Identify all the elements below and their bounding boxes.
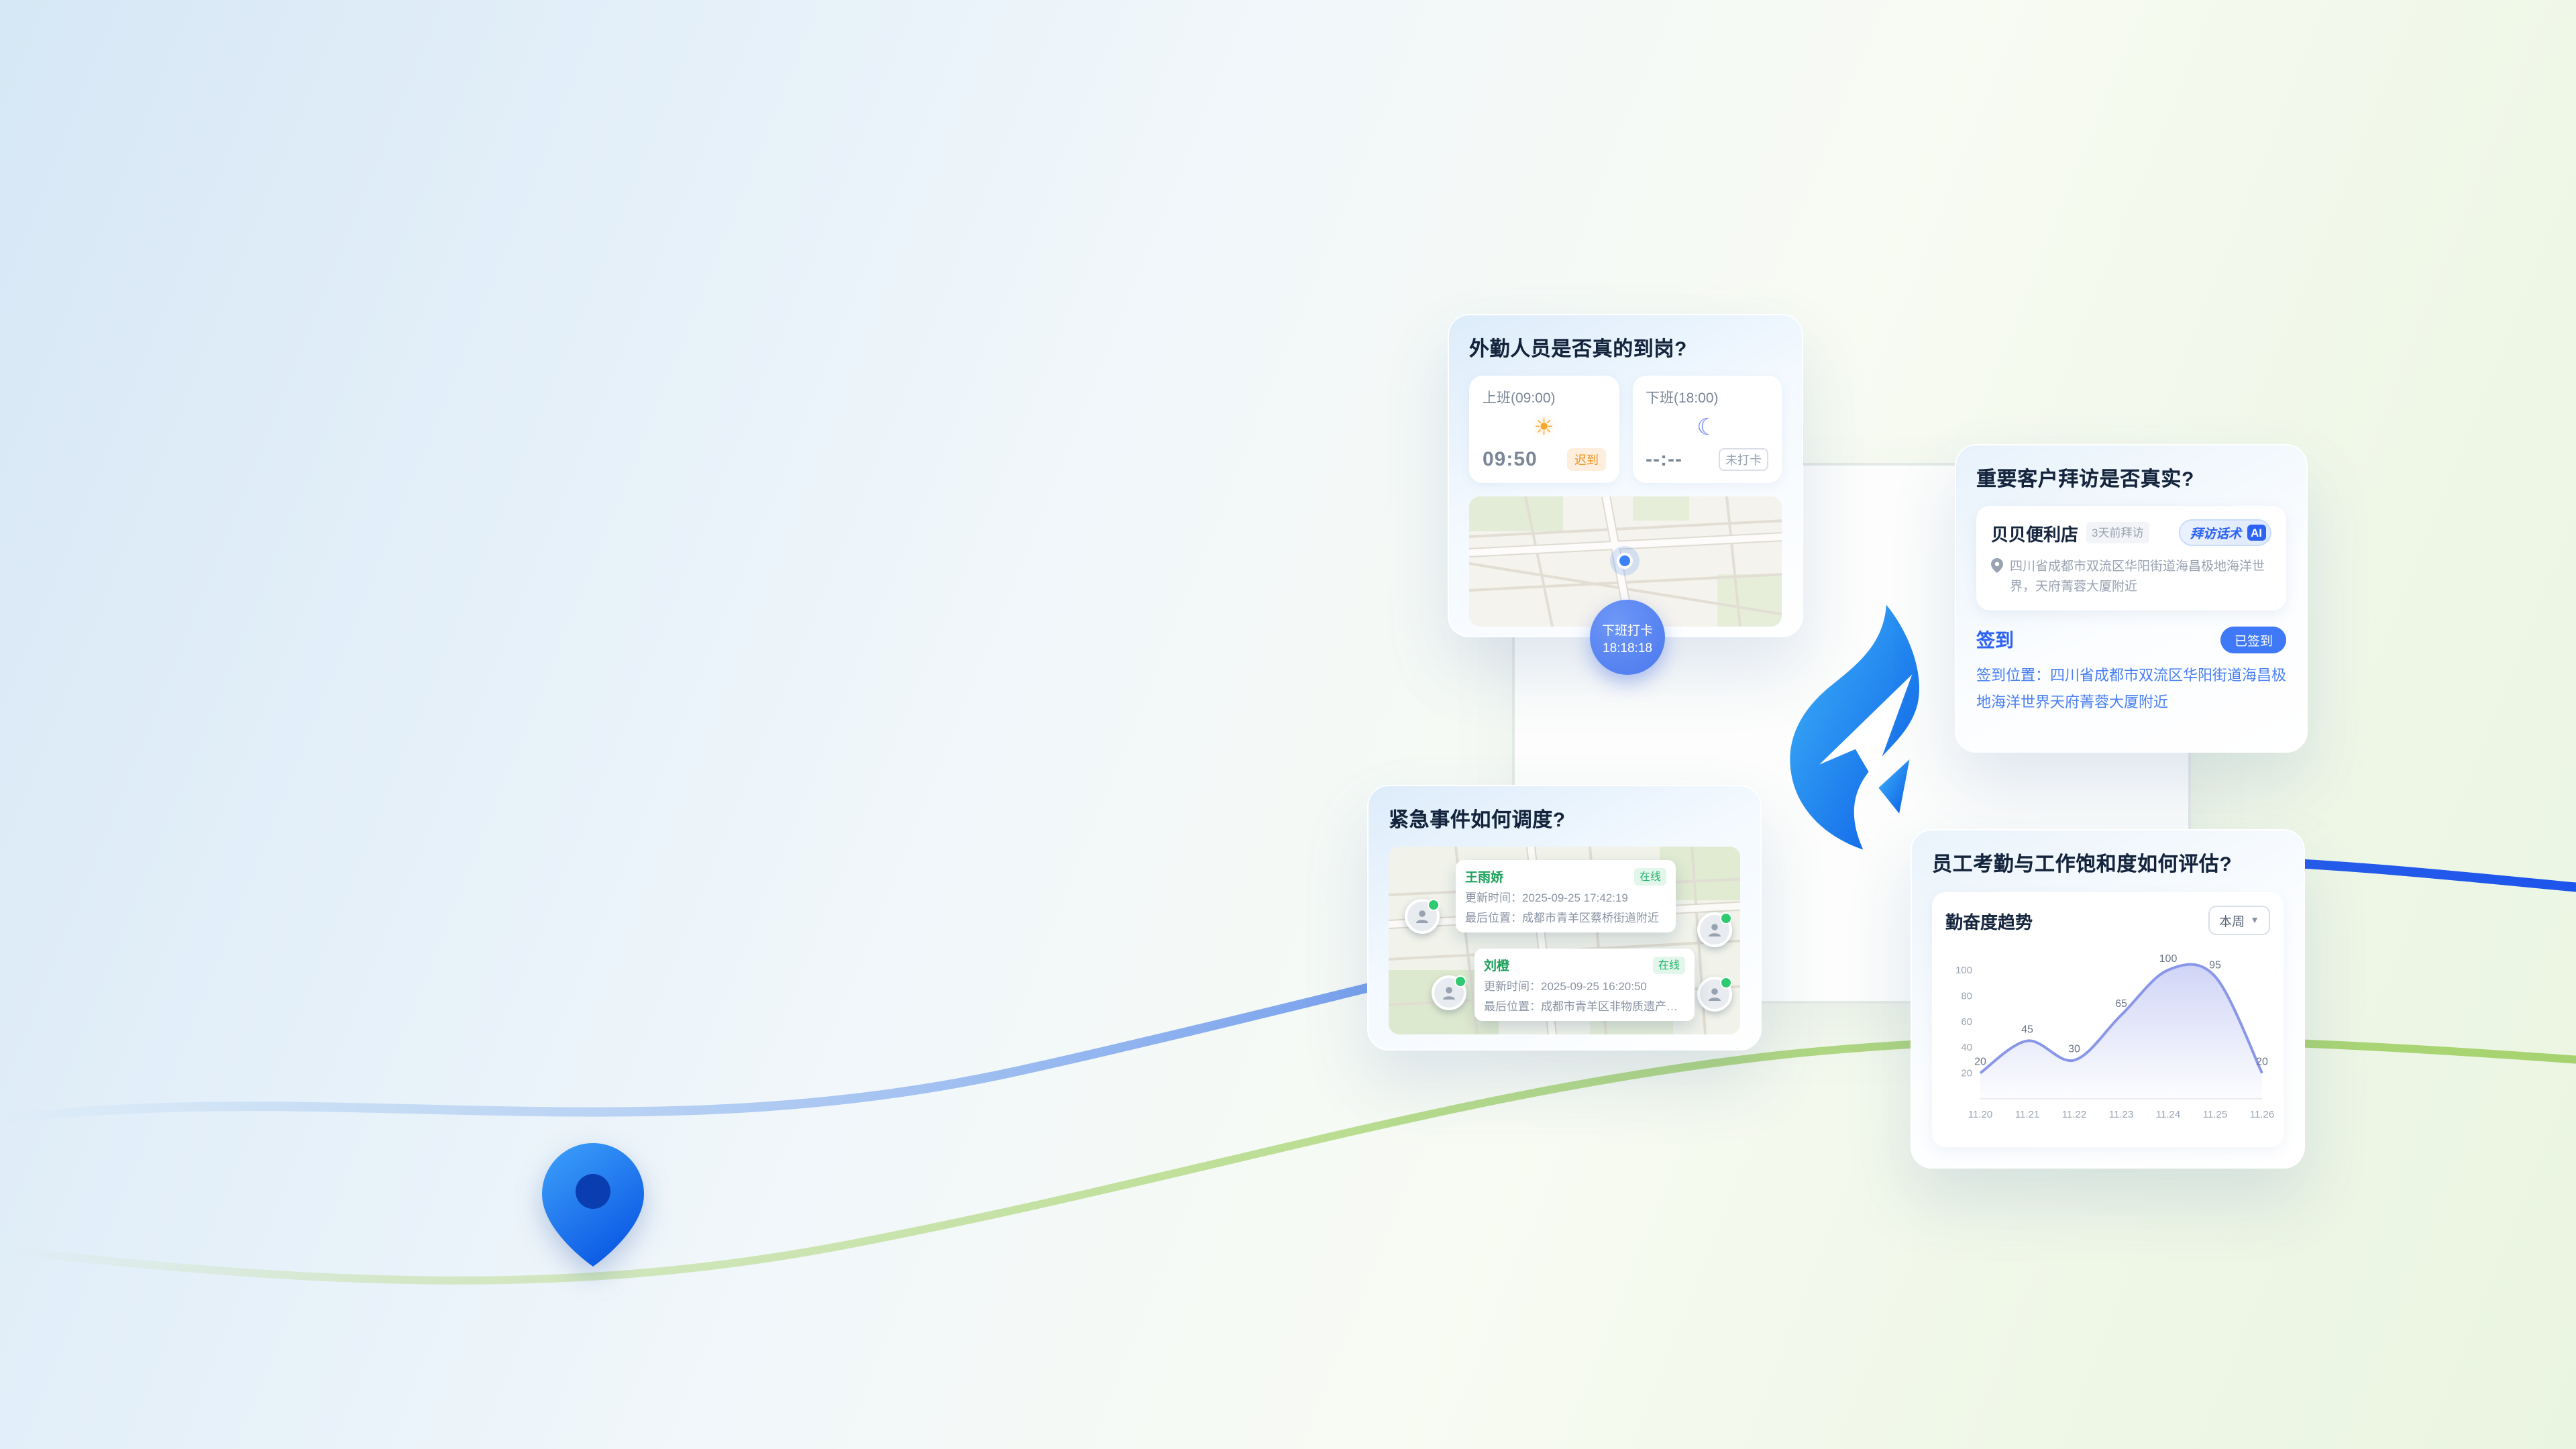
not-punched-badge: 未打卡 <box>1718 448 1768 471</box>
worker-popup: 刘橙 在线 更新时间：2025-09-25 16:20:50 最后位置：成都市青… <box>1474 949 1695 1021</box>
svg-text:80: 80 <box>1961 990 1972 1002</box>
attendance-card-title: 外勤人员是否真的到岗? <box>1469 338 1687 361</box>
svg-text:11.26: 11.26 <box>2250 1109 2274 1120</box>
svg-text:20: 20 <box>1961 1068 1972 1079</box>
sun-icon: ☀ <box>1534 415 1554 440</box>
checkin-label: 签到 <box>1976 629 2014 651</box>
svg-text:60: 60 <box>1961 1016 1972 1028</box>
worker-marker <box>1697 977 1732 1012</box>
svg-text:95: 95 <box>2209 960 2221 971</box>
chevron-down-icon: ▼ <box>2250 916 2259 925</box>
svg-text:45: 45 <box>2021 1024 2033 1036</box>
visit-script-label: 拜访话术 <box>2190 527 2241 542</box>
svg-text:11.21: 11.21 <box>2015 1109 2039 1120</box>
worker-marker <box>1432 975 1466 1010</box>
online-status-dot <box>1454 975 1466 987</box>
clock-in-time: 09:50 <box>1483 448 1538 471</box>
gps-dot-icon <box>1619 555 1630 566</box>
clock-in-label: 上班(09:00) <box>1483 390 1556 407</box>
svg-text:11.23: 11.23 <box>2109 1109 2133 1120</box>
worker-updated: 更新时间：2025-09-25 16:20:50 <box>1484 979 1647 993</box>
online-status-dot <box>1720 977 1732 989</box>
worker-popup: 王雨娇 在线 更新时间：2025-09-25 17:42:19 最后位置：成都市… <box>1456 860 1676 932</box>
online-status-dot <box>1720 912 1732 924</box>
location-pin-icon <box>542 1143 644 1267</box>
svg-text:11.22: 11.22 <box>2062 1109 2086 1120</box>
visit-script-ai-button[interactable]: 拜访话术 AI <box>2179 519 2271 546</box>
worker-name: 刘橙 <box>1484 959 1510 974</box>
person-icon <box>1709 924 1721 936</box>
punch-bubble-action: 下班打卡 <box>1601 623 1653 638</box>
attendance-card: 外勤人员是否真的到岗? 上班(09:00) ☀ 09:50 迟到 下班(18:0… <box>1448 314 1803 675</box>
worker-updated: 更新时间：2025-09-25 17:42:19 <box>1465 891 1628 904</box>
svg-text:30: 30 <box>2068 1043 2080 1055</box>
dispatch-card: 紧急事件如何调度? <box>1367 785 1762 1051</box>
svg-text:20: 20 <box>2256 1057 2268 1068</box>
svg-text:100: 100 <box>2159 953 2178 965</box>
worker-marker <box>1697 912 1732 947</box>
flame-arrow-logo-icon <box>1790 604 1919 850</box>
clock-out-punch-bubble: 下班打卡 18:18:18 <box>1590 600 1665 675</box>
svg-text:11.24: 11.24 <box>2156 1109 2180 1120</box>
clock-out-card: 下班(18:00) ☾ --:-- 未打卡 <box>1632 376 1782 483</box>
week-range-dropdown[interactable]: 本周 ▼ <box>2208 906 2270 935</box>
moon-icon: ☾ <box>1697 415 1717 440</box>
person-icon <box>1416 910 1428 923</box>
store-name: 贝贝便利店 <box>1991 524 2079 544</box>
online-badge: 在线 <box>1653 956 1685 973</box>
svg-text:11.20: 11.20 <box>1968 1109 1992 1120</box>
visit-card: 重要客户拜访是否真实? 贝贝便利店 3天前拜访 拜访话术 AI 四川省成都市双流… <box>1955 444 2308 753</box>
visit-card-title: 重要客户拜访是否真实? <box>1976 468 2194 491</box>
store-visit-badge: 3天前拜访 <box>2086 522 2149 543</box>
worker-name: 王雨娇 <box>1465 871 1504 885</box>
svg-text:20: 20 <box>1974 1057 1986 1068</box>
address-pin-icon <box>1991 558 2003 573</box>
clock-out-label: 下班(18:00) <box>1646 390 1719 407</box>
trend-title: 勤奋度趋势 <box>1945 912 2033 932</box>
person-icon <box>1709 988 1721 1001</box>
worker-marker <box>1405 899 1440 934</box>
svg-text:11.25: 11.25 <box>2203 1109 2227 1120</box>
online-status-dot <box>1428 899 1440 911</box>
worker-location: 最后位置：成都市青羊区非物质遗产… <box>1484 1000 1678 1013</box>
clock-out-time: --:-- <box>1646 448 1682 471</box>
evaluation-card-title: 员工考勤与工作饱和度如何评估? <box>1932 853 2233 876</box>
checkin-location: 签到位置：四川省成都市双流区华阳街道海昌极地海洋世界天府菁蓉大厦附近 <box>1976 668 2286 711</box>
late-badge: 迟到 <box>1567 448 1605 471</box>
person-icon <box>1443 987 1455 1000</box>
punch-row: 上班(09:00) ☀ 09:50 迟到 下班(18:00) ☾ --:-- 未… <box>1469 376 1782 483</box>
store-card: 贝贝便利店 3天前拜访 拜访话术 AI 四川省成都市双流区华阳街道海昌极地海洋世… <box>1976 506 2286 611</box>
clock-in-card: 上班(09:00) ☀ 09:50 迟到 <box>1469 376 1619 483</box>
dispatch-map: 王雨娇 在线 更新时间：2025-09-25 17:42:19 最后位置：成都市… <box>1389 847 1740 1034</box>
online-badge: 在线 <box>1634 867 1666 885</box>
store-address: 四川省成都市双流区华阳街道海昌极地海洋世界，天府菁蓉大厦附近 <box>2010 559 2265 595</box>
worker-location: 最后位置：成都市青羊区蔡桥街道附近 <box>1465 911 1660 924</box>
ai-chip-icon: AI <box>2247 525 2266 541</box>
punch-bubble-time: 18:18:18 <box>1603 641 1652 655</box>
svg-text:40: 40 <box>1961 1042 1972 1053</box>
checked-in-badge: 已签到 <box>2220 627 2286 654</box>
svg-text:65: 65 <box>2115 998 2127 1010</box>
week-range-value: 本周 <box>2219 915 2245 930</box>
dispatch-card-title: 紧急事件如何调度? <box>1389 809 1566 832</box>
svg-text:100: 100 <box>1955 965 1972 976</box>
